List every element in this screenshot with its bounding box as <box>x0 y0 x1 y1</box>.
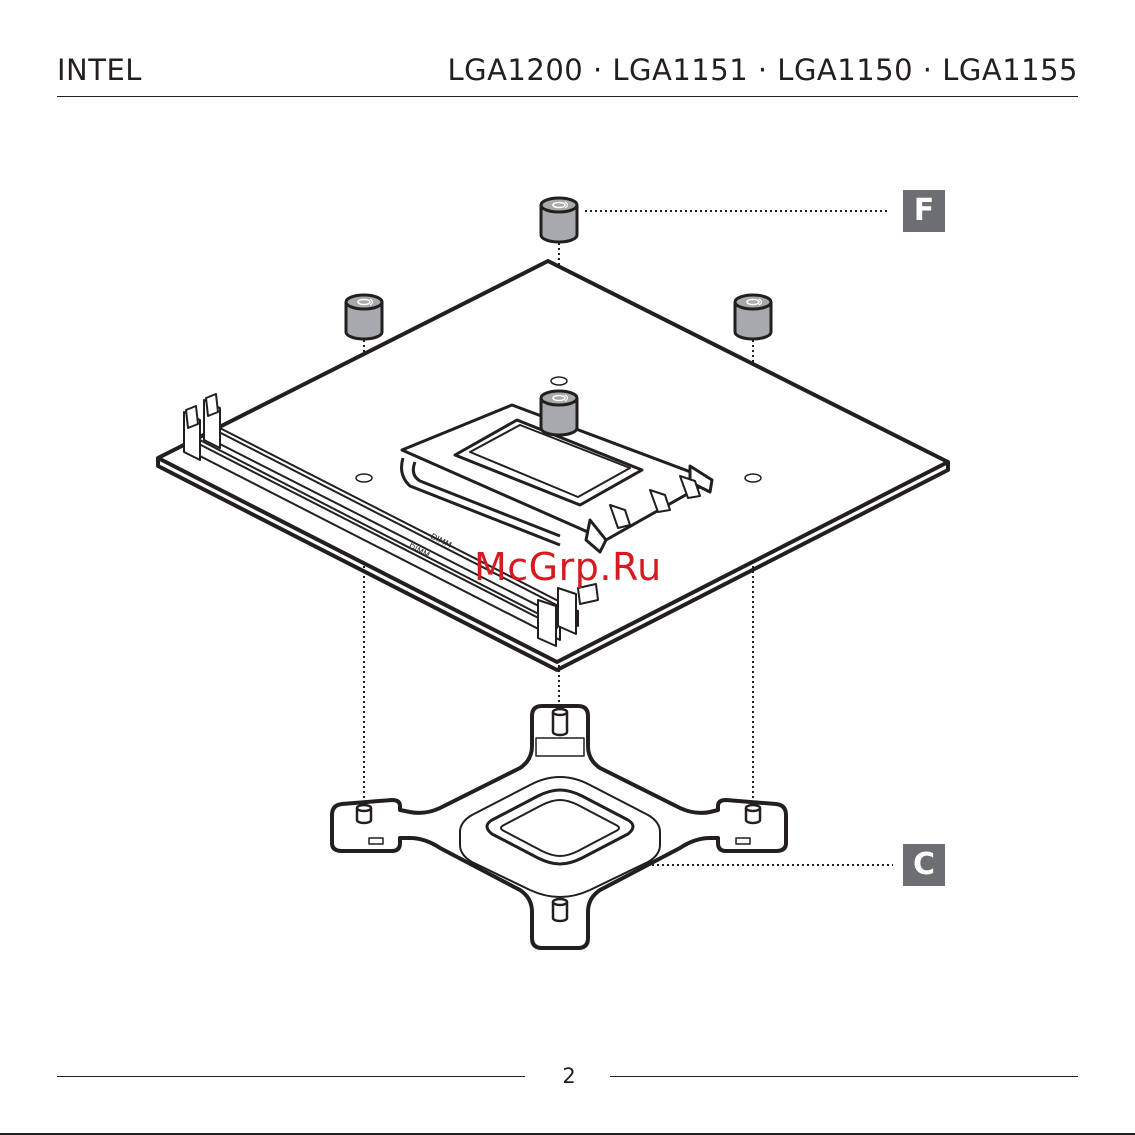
watermark-text: McGrp.Ru <box>474 548 662 586</box>
standoff-top <box>541 198 577 242</box>
footer-divider-left <box>57 1076 525 1077</box>
backplate-label: C <box>903 844 945 886</box>
standoff-left <box>346 295 382 339</box>
page-number: 2 <box>555 1066 583 1087</box>
standoff-center <box>541 391 577 435</box>
standoff-label: F <box>903 190 945 232</box>
standoff-right <box>735 295 771 339</box>
footer-divider-right <box>610 1076 1078 1077</box>
backplate <box>332 706 786 948</box>
